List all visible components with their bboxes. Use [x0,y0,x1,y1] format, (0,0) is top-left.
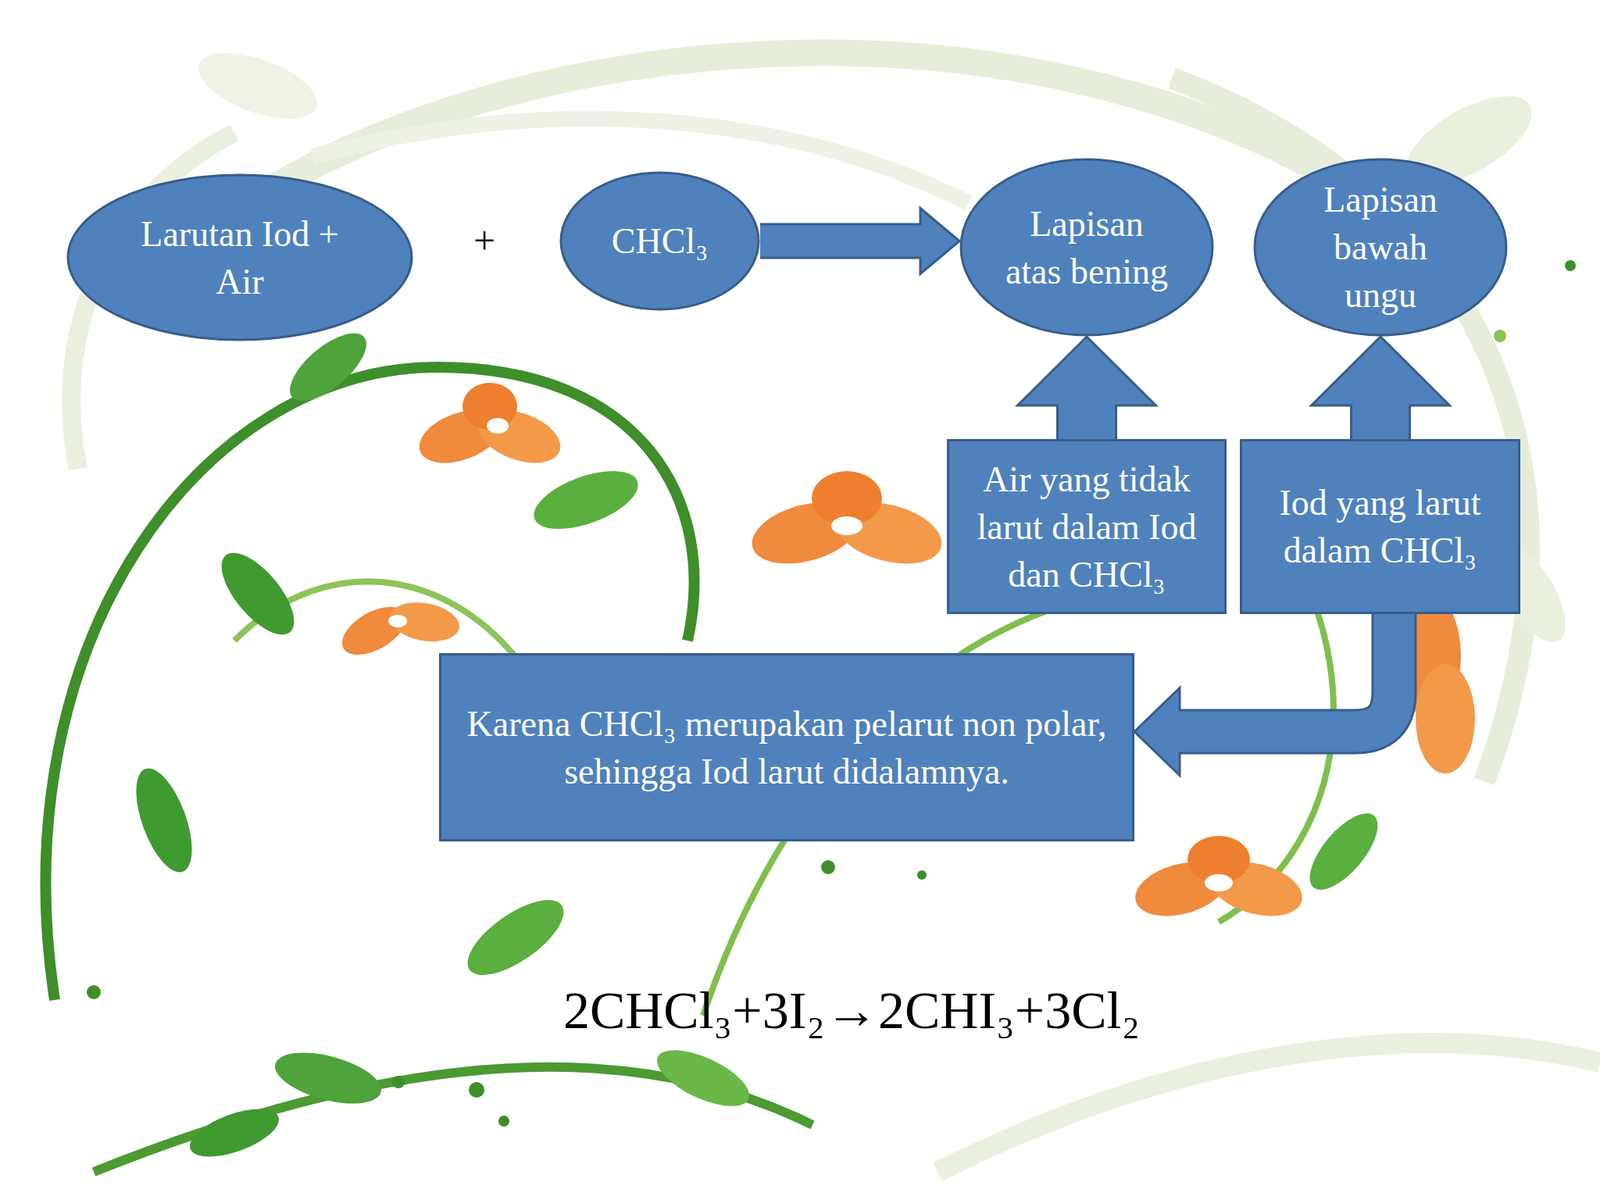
dot [1564,260,1576,272]
ellipse-node: Larutan Iod + Air [66,173,414,342]
leaf [1298,802,1390,900]
flower [411,382,568,474]
leaf [526,459,646,541]
ellipse-outline [66,173,414,342]
arrow-head [1134,688,1180,776]
leaf [208,541,307,647]
block-arrow [1017,336,1157,441]
arrow-outline [760,223,924,260]
arrow-outline [1350,402,1411,441]
dot [86,985,101,1000]
arrow-head [1017,336,1157,406]
pale-swirl [937,1042,1600,1172]
flower [745,471,949,575]
dot [1493,329,1507,343]
ellipse-node: Lapisan atas bening [959,157,1215,337]
block-arrow [1311,336,1450,441]
plus-sign: + [473,217,496,265]
block-arrow [1134,612,1394,776]
arrow-outline [1176,612,1394,733]
leaf [456,885,575,990]
leaf [183,1099,285,1167]
flower [1128,835,1308,925]
arrow-head [920,208,960,275]
arrow-shaft [1176,612,1394,733]
ellipse-node: CHCl₃ [559,171,761,311]
node-text: Larutan Iod + Air [138,210,342,306]
dot [498,1115,510,1127]
arrow-outline [1056,402,1118,441]
node-text: Iod yang larut dalam CHCl₃ [1263,478,1498,575]
pale-leaf [189,39,326,133]
process-box: Karena CHCl₃ merupakan pelarut non polar… [439,653,1135,842]
arrow-head [1311,336,1450,406]
dot [821,860,836,875]
leaf [125,761,204,880]
ellipse-outline [959,157,1215,337]
node-text: Air yang tidak larut dalam Iod dan CHCl₃ [961,455,1212,599]
block-arrow [760,208,960,275]
reaction-equation: 2CHCl₃+3I₂→2CHI₃+3Cl₂ [563,978,1140,1043]
ellipse-node: Lapisan bawah ungu [1253,157,1508,337]
dot [468,1082,485,1098]
dot [392,1075,405,1089]
process-box: Air yang tidak larut dalam Iod dan CHCl₃ [946,439,1227,615]
dot [917,870,927,880]
node-text: Karena CHCl₃ merupakan pelarut non polar… [466,700,1108,796]
leaf [649,1038,758,1118]
arrow-shaft [1352,402,1409,441]
leaf [269,1042,387,1114]
node-text: CHCl₃ [611,217,708,265]
node-text: Lapisan bawah ungu [1298,175,1463,319]
node-text: Lapisan atas bening [1004,200,1169,296]
arrow-shaft [760,225,924,258]
arrow-shaft [1058,402,1115,441]
process-box: Iod yang larut dalam CHCl₃ [1239,439,1521,615]
pale-swirl [1171,78,1529,782]
